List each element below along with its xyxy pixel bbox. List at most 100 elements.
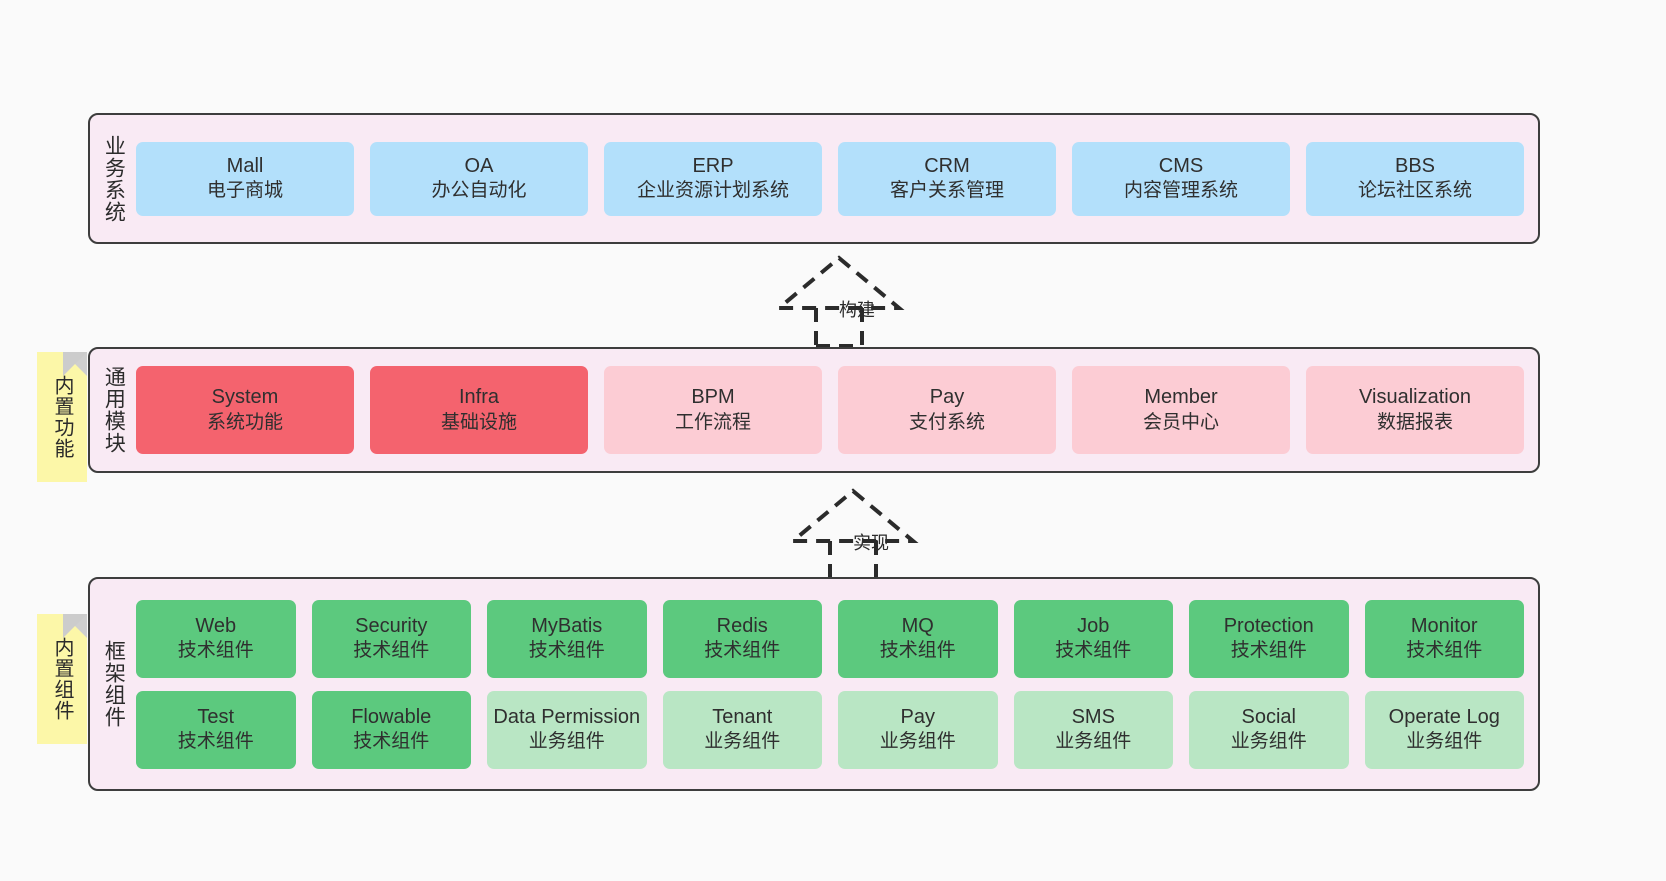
sticky-note-builtin-components: 内置组件 [37, 614, 87, 744]
note-fold-corner-icon [63, 614, 87, 638]
framework-box-test[interactable]: Test 技术组件 [136, 690, 296, 769]
layer-body-business-systems: Mall 电子商城 OA 办公自动化 ERP 企业资源计划系统 CRM 客户关系… [136, 115, 1538, 242]
framework-box-flowable-desc: 技术组件 [353, 731, 430, 753]
framework-box-test-name: Test [197, 705, 235, 728]
framework-box-mybatis-name: MyBatis [531, 614, 603, 637]
module-box-member-name: Member [1144, 386, 1218, 409]
business-box-mall-desc: 电子商城 [206, 180, 283, 202]
layer-title-framework-components: 框架组件 [102, 640, 126, 728]
framework-box-social-name: Social [1241, 705, 1296, 728]
framework-box-job-desc: 技术组件 [1055, 640, 1132, 662]
module-box-pay[interactable]: Pay 支付系统 [838, 366, 1056, 454]
module-box-visualization-name: Visualization [1359, 386, 1471, 409]
framework-box-mq-name: MQ [901, 614, 934, 637]
business-box-crm[interactable]: CRM 客户关系管理 [838, 141, 1056, 216]
module-box-infra-desc: 基础设施 [440, 411, 517, 433]
layer-framework-components: 框架组件 Web 技术组件 Security 技术组件 MyBatis 技术组件… [88, 577, 1540, 791]
framework-box-data-permission-desc: 业务组件 [528, 731, 605, 753]
layer-business-systems: 业务系统 Mall 电子商城 OA 办公自动化 ERP 企业资源计划系统 CRM… [88, 113, 1540, 244]
framework-box-protection-desc: 技术组件 [1230, 640, 1307, 662]
framework-box-monitor[interactable]: Monitor 技术组件 [1364, 599, 1524, 678]
framework-box-data-permission[interactable]: Data Permission 业务组件 [487, 690, 647, 769]
note-fold-corner-icon [63, 352, 87, 376]
module-box-visualization-desc: 数据报表 [1376, 411, 1453, 433]
framework-box-sms-desc: 业务组件 [1055, 731, 1132, 753]
business-box-cms-name: CMS [1158, 154, 1204, 177]
module-box-visualization[interactable]: Visualization 数据报表 [1306, 366, 1524, 454]
business-box-erp-name: ERP [692, 154, 734, 177]
framework-box-pay-name: Pay [900, 705, 935, 728]
module-box-infra-name: Infra [458, 386, 500, 409]
framework-box-protection[interactable]: Protection 技术组件 [1189, 599, 1349, 678]
business-box-bbs-desc: 论坛社区系统 [1357, 180, 1472, 202]
business-box-crm-desc: 客户关系管理 [889, 180, 1004, 202]
framework-box-web[interactable]: Web 技术组件 [136, 599, 296, 678]
framework-box-social[interactable]: Social 业务组件 [1189, 690, 1349, 769]
business-box-oa-desc: 办公自动化 [431, 180, 527, 202]
framework-box-security-name: Security [355, 614, 428, 637]
business-box-mall[interactable]: Mall 电子商城 [136, 141, 354, 216]
framework-box-protection-name: Protection [1223, 614, 1314, 637]
framework-box-operate-log-name: Operate Log [1388, 705, 1500, 728]
business-box-erp[interactable]: ERP 企业资源计划系统 [604, 141, 822, 216]
framework-box-mybatis[interactable]: MyBatis 技术组件 [487, 599, 647, 678]
sticky-note-builtin-functions: 内置功能 [37, 352, 87, 482]
business-box-oa[interactable]: OA 办公自动化 [370, 141, 588, 216]
module-box-member[interactable]: Member 会员中心 [1072, 366, 1290, 454]
business-box-cms-desc: 内容管理系统 [1123, 180, 1238, 202]
framework-box-sms[interactable]: SMS 业务组件 [1013, 690, 1173, 769]
module-box-system-desc: 系统功能 [206, 411, 283, 433]
module-box-system[interactable]: System 系统功能 [136, 366, 354, 454]
layer-title-business-systems: 业务系统 [102, 134, 126, 223]
connector-build-arrow [773, 255, 905, 348]
framework-box-redis-name: Redis [716, 614, 768, 637]
framework-box-tenant-name: Tenant [712, 705, 773, 728]
framework-box-job-name: Job [1077, 614, 1110, 637]
module-box-member-desc: 会员中心 [1142, 411, 1219, 433]
connector-build-label: 构建 [839, 300, 875, 320]
framework-box-redis-desc: 技术组件 [704, 640, 781, 662]
sticky-note-builtin-functions-label: 内置功能 [51, 375, 73, 459]
framework-box-pay-desc: 业务组件 [879, 731, 956, 753]
framework-box-web-name: Web [195, 614, 237, 637]
business-box-mall-name: Mall [226, 154, 264, 177]
framework-row-business: Test 技术组件 Flowable 技术组件 Data Permission … [136, 690, 1524, 769]
business-box-cms[interactable]: CMS 内容管理系统 [1072, 141, 1290, 216]
module-box-bpm-name: BPM [691, 386, 735, 409]
connector-implement: 实现 [773, 485, 933, 581]
business-box-oa-name: OA [464, 154, 494, 177]
framework-box-mq[interactable]: MQ 技术组件 [838, 599, 998, 678]
layer-common-modules: 通用模块 System 系统功能 Infra 基础设施 BPM 工作流程 Pay… [88, 347, 1540, 473]
business-box-bbs[interactable]: BBS 论坛社区系统 [1306, 141, 1524, 216]
framework-box-operate-log-desc: 业务组件 [1406, 731, 1483, 753]
framework-box-job[interactable]: Job 技术组件 [1013, 599, 1173, 678]
module-box-pay-name: Pay [929, 386, 965, 409]
business-box-bbs-name: BBS [1394, 154, 1436, 177]
module-box-system-name: System [211, 386, 279, 409]
module-box-bpm[interactable]: BPM 工作流程 [604, 366, 822, 454]
framework-box-security[interactable]: Security 技术组件 [311, 599, 471, 678]
framework-box-social-desc: 业务组件 [1230, 731, 1307, 753]
framework-box-tenant[interactable]: Tenant 业务组件 [662, 690, 822, 769]
business-box-erp-desc: 企业资源计划系统 [636, 180, 789, 202]
connector-implement-label: 实现 [853, 533, 889, 553]
framework-box-redis[interactable]: Redis 技术组件 [662, 599, 822, 678]
layer-title-common-modules: 通用模块 [102, 366, 126, 454]
framework-box-flowable[interactable]: Flowable 技术组件 [311, 690, 471, 769]
framework-row-technical: Web 技术组件 Security 技术组件 MyBatis 技术组件 Redi… [136, 599, 1524, 678]
layer-body-framework-components: Web 技术组件 Security 技术组件 MyBatis 技术组件 Redi… [136, 579, 1538, 789]
connector-build: 构建 [759, 252, 919, 348]
layer-body-common-modules: System 系统功能 Infra 基础设施 BPM 工作流程 Pay 支付系统… [136, 349, 1538, 471]
module-box-pay-desc: 支付系统 [908, 411, 985, 433]
framework-box-monitor-name: Monitor [1410, 614, 1478, 637]
module-box-infra[interactable]: Infra 基础设施 [370, 366, 588, 454]
framework-box-web-desc: 技术组件 [177, 640, 254, 662]
framework-box-test-desc: 技术组件 [177, 731, 254, 753]
framework-box-security-desc: 技术组件 [353, 640, 430, 662]
framework-box-operate-log[interactable]: Operate Log 业务组件 [1364, 690, 1524, 769]
framework-box-pay[interactable]: Pay 业务组件 [838, 690, 998, 769]
module-box-bpm-desc: 工作流程 [674, 411, 751, 433]
framework-box-mq-desc: 技术组件 [879, 640, 956, 662]
business-box-crm-name: CRM [924, 154, 970, 177]
framework-box-mybatis-desc: 技术组件 [528, 640, 605, 662]
